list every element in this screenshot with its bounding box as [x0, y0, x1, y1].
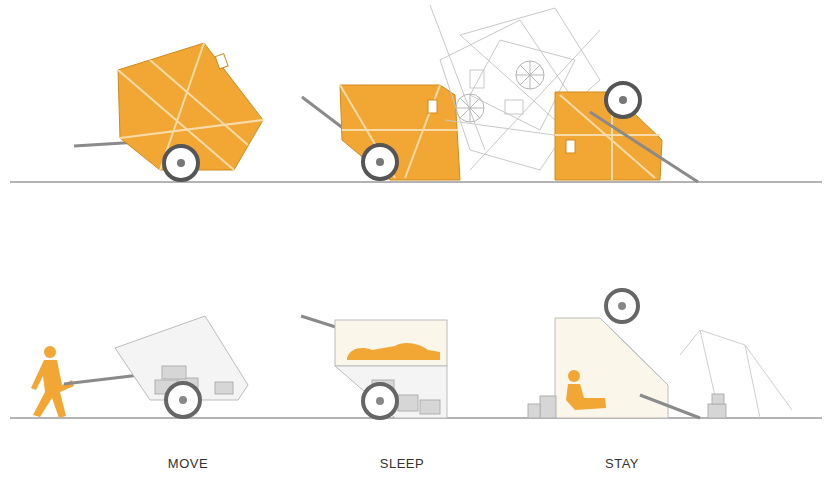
person-head [568, 370, 580, 382]
stored-box [712, 394, 724, 404]
wheel-hub [376, 397, 384, 405]
stored-box [215, 382, 233, 394]
person-head [44, 346, 56, 358]
ghost-wheels [456, 61, 544, 122]
stored-boxes [528, 394, 726, 418]
stored-box [708, 404, 726, 418]
move-cart [74, 43, 263, 180]
ghost-window [505, 100, 523, 114]
cart-base [335, 366, 447, 418]
stay-cart [555, 83, 698, 182]
awning-lines [680, 330, 792, 418]
wheel-hub [376, 158, 384, 166]
stage-label: SLEEP [380, 456, 424, 472]
wheel-hub [177, 159, 185, 167]
shell-edge [600, 318, 668, 385]
stored-box [162, 366, 186, 379]
sleeping-deck [335, 320, 447, 366]
cart-shell [555, 318, 668, 418]
cart-window [428, 100, 437, 113]
person-body [566, 384, 606, 410]
ghost-wheel [456, 94, 484, 122]
ghost-wheel [516, 61, 544, 89]
cart-wheel [363, 145, 397, 179]
wheel-hub [619, 96, 627, 104]
sleeping-person [347, 343, 440, 360]
stored-box [398, 395, 418, 411]
stage-label: MOVE [168, 456, 208, 472]
stored-box [540, 396, 556, 418]
stored-box [420, 400, 440, 414]
ghost-window [470, 70, 484, 88]
cart-wheel [363, 384, 397, 418]
cart-handle [640, 395, 700, 418]
person-body [31, 360, 74, 418]
cart-window [566, 140, 575, 153]
wheel-spokes [516, 61, 544, 89]
cart-wheel [164, 146, 198, 180]
wheel-spokes [456, 94, 484, 122]
move-cart-section [64, 316, 248, 417]
cart-handle [590, 112, 698, 182]
stored-box [528, 404, 540, 418]
stay-cart-section [528, 290, 792, 418]
cart-body [340, 85, 460, 180]
panel-seam [340, 85, 458, 178]
sleep-cart-section [301, 316, 447, 418]
sitting-person [566, 370, 606, 410]
transition-ghost [430, 5, 600, 170]
walking-person [31, 346, 74, 418]
ground-line [10, 181, 822, 183]
ghost-line [430, 5, 600, 170]
cart-wheel [166, 383, 200, 417]
stage-label: STAY [605, 456, 639, 472]
sleep-cart [302, 85, 460, 180]
cart-window [215, 54, 228, 69]
cart-wheel [606, 83, 640, 117]
wheel-hub [618, 302, 626, 310]
cart-wheel [606, 290, 638, 322]
wheel-hub [179, 396, 187, 404]
